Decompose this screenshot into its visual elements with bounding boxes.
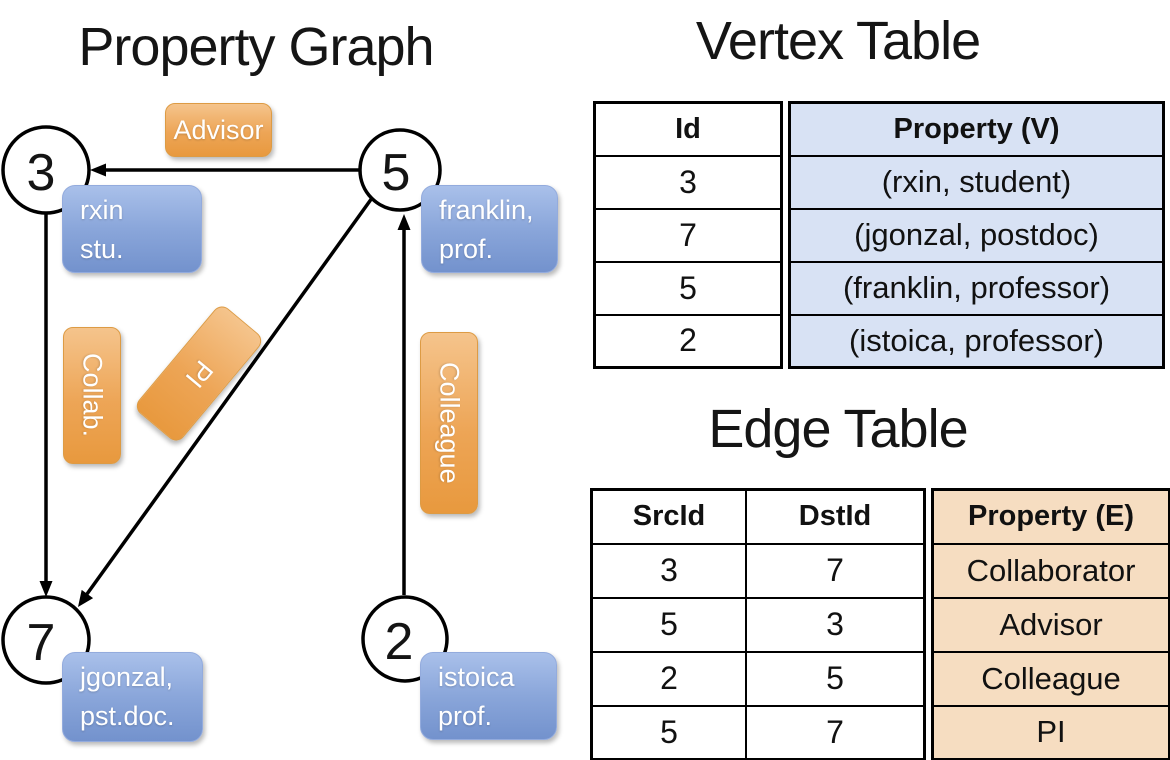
table-row: 5 3 — [590, 596, 926, 653]
table-row: 5 — [593, 260, 783, 316]
vertex-id-header: Id — [593, 101, 783, 157]
edge-dstid-cell: 3 — [745, 596, 926, 653]
table-row: 3 7 — [590, 542, 926, 599]
table-row: Colleague — [931, 650, 1170, 707]
vertex-id-cell: 2 — [593, 313, 783, 369]
node-5-id: 5 — [382, 144, 411, 202]
edge-dstid-cell: 7 — [745, 542, 926, 599]
node-3-property-line2: stu. — [80, 234, 124, 264]
vertex-table: Id 3 7 5 2 Property (V) (rxin, student) … — [593, 101, 1165, 369]
vertex-property-cell: (rxin, student) — [788, 154, 1165, 210]
edge-pi-arrowhead — [78, 589, 94, 607]
vertex-property-cell: (jgonzal, postdoc) — [788, 207, 1165, 263]
table-row: Collaborator — [931, 542, 1170, 599]
node-3-id: 3 — [27, 144, 56, 202]
edge-property-cell: PI — [931, 704, 1170, 760]
edge-label-advisor: Advisor — [165, 103, 272, 157]
edge-property-cell: Collaborator — [931, 542, 1170, 599]
vertex-table-title: Vertex Table — [695, 11, 981, 71]
node-5-circle — [358, 128, 442, 212]
edge-dstid-cell: 7 — [745, 704, 926, 760]
node-2-property-box: istoica prof. — [420, 652, 557, 740]
edge-label-colleague: Colleague — [420, 332, 478, 514]
node-2-property-line2: prof. — [438, 701, 493, 731]
node-7-property-line2: pst.doc. — [80, 701, 175, 731]
edge-colleague-arrowhead — [397, 214, 411, 230]
vertex-property-header: Property (V) — [788, 101, 1165, 157]
edge-srcid-cell: 3 — [590, 542, 747, 599]
edge-property-cell: Colleague — [931, 650, 1170, 707]
table-row: (istoica, professor) — [788, 313, 1165, 369]
node-7-id: 7 — [27, 614, 56, 672]
edge-advisor-arrowhead — [90, 163, 106, 177]
edge-table-id-columns: SrcId DstId 3 7 5 3 2 5 5 7 — [590, 488, 926, 760]
node-2-id: 2 — [385, 613, 414, 671]
table-row: 2 5 — [590, 650, 926, 707]
edge-srcid-cell: 5 — [590, 704, 747, 760]
table-row: 7 — [593, 207, 783, 263]
table-row: 5 7 — [590, 704, 926, 760]
node-5-property-line1: franklin, — [439, 195, 534, 225]
table-row: 2 — [593, 313, 783, 369]
vertex-table-property-column: Property (V) (rxin, student) (jgonzal, p… — [788, 101, 1165, 369]
table-row: (rxin, student) — [788, 154, 1165, 210]
property-graph-title: Property Graph — [78, 17, 434, 77]
table-row: PI — [931, 704, 1170, 760]
vertex-id-cell: 3 — [593, 154, 783, 210]
node-7-property-line1: jgonzal, — [80, 662, 174, 692]
edge-srcid-cell: 2 — [590, 650, 747, 707]
edge-dstid-header: DstId — [745, 488, 926, 545]
edge-property-header: Property (E) — [931, 488, 1170, 545]
table-row: (franklin, professor) — [788, 260, 1165, 316]
node-3-property-box: rxin stu. — [62, 185, 202, 273]
edge-property-cell: Advisor — [931, 596, 1170, 653]
edge-collab-arrowhead — [39, 581, 53, 597]
vertex-property-cell: (istoica, professor) — [788, 313, 1165, 369]
edge-srcid-cell: 5 — [590, 596, 747, 653]
table-row: Advisor — [931, 596, 1170, 653]
vertex-property-cell: (franklin, professor) — [788, 260, 1165, 316]
edge-table-title: Edge Table — [708, 399, 968, 459]
table-row: 3 — [593, 154, 783, 210]
node-2-property-line1: istoica — [438, 662, 515, 692]
edge-label-collab: Collab. — [63, 327, 121, 464]
edge-pi-line — [85, 196, 374, 596]
vertex-table-id-column: Id 3 7 5 2 — [593, 101, 783, 369]
node-7-property-box: jgonzal, pst.doc. — [62, 652, 203, 742]
edge-table: SrcId DstId 3 7 5 3 2 5 5 7 Property (E) — [590, 488, 1170, 760]
node-5-property-line2: prof. — [439, 234, 494, 264]
vertex-id-cell: 5 — [593, 260, 783, 316]
edge-srcid-header: SrcId — [590, 488, 747, 545]
table-row: (jgonzal, postdoc) — [788, 207, 1165, 263]
edge-table-property-column: Property (E) Collaborator Advisor Collea… — [931, 488, 1170, 760]
vertex-id-cell: 7 — [593, 207, 783, 263]
edge-dstid-cell: 5 — [745, 650, 926, 707]
node-5-property-box: franklin, prof. — [421, 185, 558, 273]
node-3-property-line1: rxin — [80, 195, 124, 225]
